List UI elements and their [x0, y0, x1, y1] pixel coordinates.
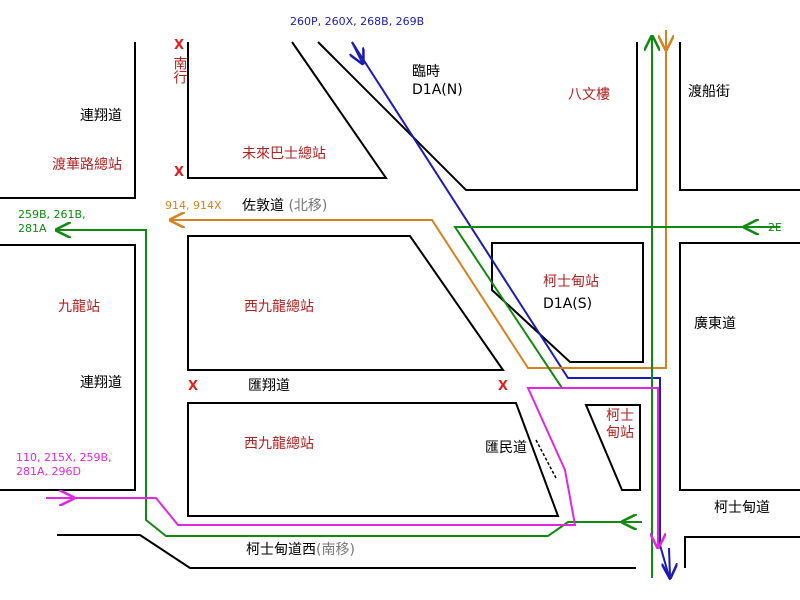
station-label-austin: 柯士甸站: [543, 274, 599, 290]
road-label-lin-cheung-north: 連翔道: [80, 108, 122, 124]
block-west-kowloon-south: [187, 402, 560, 517]
kerb-block-terminus: [187, 41, 388, 179]
closure-mark-south-top: X: [174, 38, 185, 53]
route-label-magenta: 110, 215X, 259B, 281A, 296D: [16, 451, 112, 478]
kerb-block-pak-man-lau: [317, 41, 638, 191]
route-label-green-east: 2E: [768, 221, 782, 234]
route-label-orange: 914, 914X: [165, 199, 222, 212]
block-austin-small: [584, 404, 641, 491]
road-label-lin-cheung-south: 連翔道: [80, 375, 122, 391]
road-label-austin: 柯士甸道: [714, 500, 770, 516]
road-label-austin-west: 柯士甸道西(南移): [246, 542, 355, 560]
station-label-west-kowloon-north: 西九龍總站: [244, 299, 314, 315]
closure-mark-wui-cheung-west: X: [188, 379, 199, 394]
blue-route-arrow-entry: [352, 41, 362, 62]
stop-label-d1a-s: D1A(S): [543, 296, 593, 312]
block-west-kowloon-north: [187, 235, 505, 371]
street-outlines: [0, 41, 800, 569]
kerb-ferry-street-east: [679, 42, 800, 191]
station-label-future-terminus: 未來巴士總站: [242, 146, 326, 162]
kerb-austin-road-west-north: [57, 534, 636, 569]
kerb-canton-road-east: [679, 242, 800, 491]
magenta-route-line: [46, 387, 659, 545]
station-label-austin-small: 柯士甸站: [606, 408, 634, 441]
road-label-jordan: 佐敦道 (北移): [242, 198, 327, 216]
station-label-pak-man-lau: 八文樓: [568, 87, 610, 103]
austin-road-west-name: 柯士甸道西: [246, 542, 316, 558]
station-label-kowloon: 九龍站: [58, 299, 100, 315]
blue-route-line: [351, 41, 671, 581]
closure-mark-south-bottom: X: [174, 165, 185, 180]
road-label-ferry-street: 渡船街: [688, 84, 730, 100]
green-route-line-north: [56, 229, 638, 537]
road-label-canton: 廣東道: [694, 316, 736, 332]
station-label-west-kowloon-south: 西九龍總站: [244, 436, 314, 452]
route-label-blue: 260P, 260X, 268B, 269B: [290, 15, 425, 28]
station-label-ferry-road: 渡華路總站: [52, 157, 122, 173]
route-label-green-west: 259B, 261B, 281A: [18, 208, 86, 235]
kerb-austin-road-south-east: [684, 536, 800, 568]
austin-road-west-note: (南移): [316, 542, 355, 558]
stop-label-d1a-n: D1A(N): [412, 82, 463, 98]
blue-route-arrow-exit: [669, 547, 670, 576]
orange-route-line: [170, 35, 667, 369]
green-route-line-west: [453, 60, 780, 389]
kerb-block-lin-cheung-north: [0, 42, 136, 199]
road-label-wui-cheung: 匯翔道: [248, 378, 290, 394]
road-label-southbound: 南行: [171, 56, 188, 84]
wui-man-road-stop-edge: [535, 439, 557, 479]
stop-label-temporary: 臨時: [412, 64, 440, 80]
closure-mark-wui-cheung-east: X: [498, 379, 509, 394]
bus-route-lines: [46, 30, 780, 581]
road-label-wui-man: 匯民道: [485, 440, 527, 456]
jordan-road-note: (北移): [288, 198, 328, 214]
jordan-road-name: 佐敦道: [242, 198, 284, 214]
